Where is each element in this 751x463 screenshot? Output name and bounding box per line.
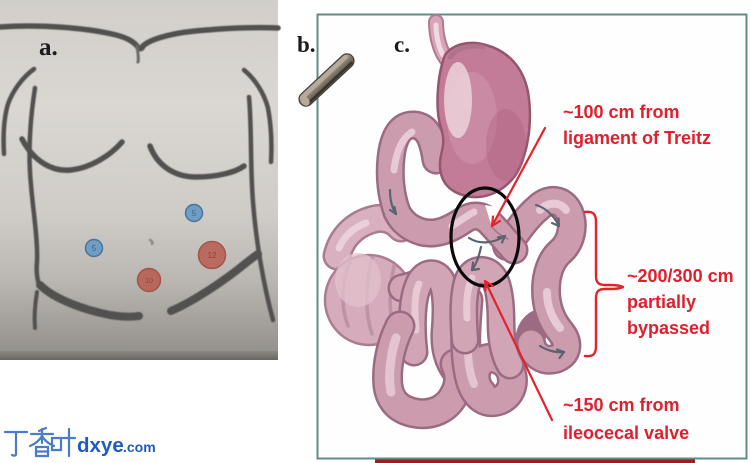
svg-text:ileocecal valve: ileocecal valve — [563, 423, 689, 443]
svg-text:5: 5 — [92, 244, 97, 253]
svg-text:partially: partially — [627, 292, 696, 312]
svg-text:a.: a. — [39, 34, 58, 61]
svg-text:~200/300 cm: ~200/300 cm — [627, 266, 734, 286]
svg-text:ligament of Treitz: ligament of Treitz — [563, 128, 711, 148]
svg-text:dxye: dxye — [77, 434, 124, 457]
svg-text:12: 12 — [208, 251, 217, 260]
svg-text:5: 5 — [192, 209, 197, 218]
svg-text:bypassed: bypassed — [627, 318, 710, 338]
svg-text:c.: c. — [394, 32, 410, 57]
svg-text:10: 10 — [145, 278, 153, 285]
svg-text:b.: b. — [297, 32, 316, 57]
svg-text:~100 cm from: ~100 cm from — [563, 102, 680, 122]
svg-text:.com: .com — [123, 439, 156, 455]
svg-text:~150 cm from: ~150 cm from — [563, 395, 680, 415]
